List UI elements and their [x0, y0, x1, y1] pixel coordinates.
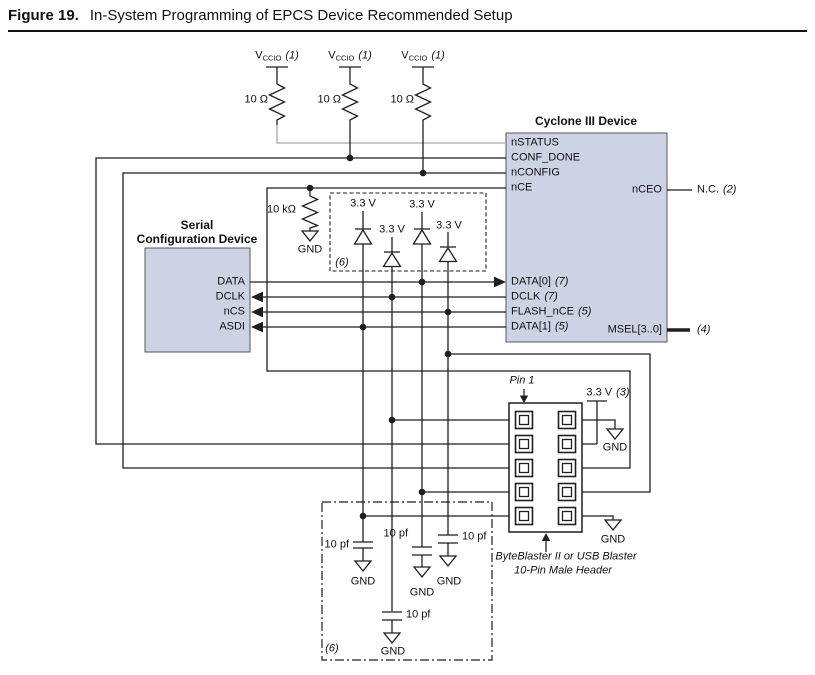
gnd-symbol-cap-4 [382, 632, 402, 645]
cap-value-2: 10 pf [383, 527, 408, 540]
capacitor-dashed-box [321, 501, 493, 661]
diode-voltage-4: 3.3 V [436, 219, 462, 232]
diode-dashed-box [329, 192, 487, 272]
pullup-resistor-2 [340, 80, 360, 125]
capacitor-2 [412, 546, 432, 556]
header-caption-arrow [541, 533, 551, 552]
nceo-nc-label: N.C.(2) [697, 183, 737, 196]
pin1-label: Pin 1 [509, 374, 535, 387]
ten-pin-header [508, 402, 583, 533]
gnd-label-cap-4: GND [380, 645, 406, 658]
figure-title: In-System Programming of EPCS Device Rec… [89, 7, 513, 24]
vccio-rails [266, 66, 434, 80]
cap-box-note: (6) [325, 642, 339, 655]
gnd-symbol-pulldown [300, 230, 320, 243]
pullup-value-2: 10 Ω [317, 93, 341, 106]
pullup-value-1: 10 Ω [244, 93, 268, 106]
junction-dots [306, 154, 452, 520]
figure-caption: Figure 19. In-System Programming of EPCS … [8, 7, 513, 24]
gnd-label-pulldown: GND [297, 243, 323, 256]
cyclone-pin-data1: DATA[1](5) [511, 320, 569, 333]
vccio-v: V [255, 49, 263, 62]
vccio-sub: CCIO [262, 53, 282, 63]
serial-title-line2: Configuration Device [136, 232, 258, 246]
cyclone-pin-nconfig: nCONFIG [511, 166, 560, 179]
cyclone-pin-msel: MSEL[3..0] [607, 323, 662, 336]
diode-box-note: (6) [335, 256, 349, 269]
data1-net [262, 211, 516, 561]
gnd-symbol-cap-2 [412, 566, 432, 579]
gnd-label-cap-2: GND [409, 586, 435, 599]
flash-nce-net [262, 232, 651, 556]
serial-pin-data: DATA [217, 275, 245, 288]
gnd-label-cap-1: GND [350, 575, 376, 588]
vccio-label-1: VCCIO(1) [255, 50, 299, 62]
diode-voltage-3: 3.3 V [409, 198, 435, 211]
nstatus-net [276, 125, 506, 144]
arrow-ncs-left [251, 306, 263, 318]
gnd-label-header-top: GND [602, 441, 628, 454]
cyclone-title: Cyclone III Device [534, 114, 638, 128]
gnd-symbol-header-top [605, 428, 625, 441]
conf-done-net [95, 125, 516, 445]
cyclone-pin-confdone: CONF_DONE [511, 151, 581, 164]
cyclone-pin-data0: DATA[0](7) [511, 275, 569, 288]
serial-pin-dclk: DCLK [215, 290, 245, 303]
figure-number: Figure 19. [8, 7, 79, 24]
gnd-symbol-cap-3 [438, 555, 458, 568]
data0-net [250, 212, 516, 567]
cyclone-pin-dclk: DCLK(7) [511, 290, 558, 303]
gnd-label-cap-3: GND [436, 575, 462, 588]
clamp-diode-4 [438, 246, 458, 263]
gnd-symbol-cap-1 [353, 560, 373, 573]
arrow-data0-right [494, 276, 506, 288]
gnd-symbol-header-bottom [603, 519, 623, 532]
nconfig-net [122, 125, 516, 469]
pullup-resistor-1 [267, 80, 287, 125]
capacitor-1 [353, 541, 373, 549]
serial-config-block [144, 247, 251, 353]
serial-pin-ncs: nCS [223, 305, 245, 318]
clamp-diode-3 [412, 228, 432, 245]
serial-title-line1: Serial [180, 218, 214, 232]
header-caption-line2: 10-Pin Male Header [514, 564, 612, 577]
dclk-net [262, 237, 516, 633]
cyclone-pin-nce: nCE [511, 181, 533, 194]
pulldown-resistor [300, 188, 320, 231]
pulldown-value: 10 kΩ [266, 203, 296, 216]
pullup-value-3: 10 Ω [390, 93, 414, 106]
diode-voltage-2: 3.3 V [379, 223, 405, 236]
cyclone-block [505, 132, 668, 343]
vccio-label-2: VCCIO(1) [328, 49, 372, 63]
cyclone-pin-nceo: nCEO [632, 183, 662, 196]
cap-value-3: 10 pf [462, 530, 487, 543]
header-v33-label: 3.3 V(3) [586, 386, 630, 399]
arrow-dclk-left [251, 291, 263, 303]
caption-rule [8, 30, 807, 32]
diode-voltage-1: 3.3 V [350, 197, 376, 210]
header-caption-line1: ByteBlaster II or USB Blaster [495, 550, 637, 563]
pin1-pointer-arrow [519, 389, 529, 403]
vccio-label-3: VCCIO(1) [401, 49, 445, 63]
cap-value-1: 10 pf [324, 538, 349, 551]
gnd-label-header-bottom: GND [600, 533, 626, 546]
capacitor-3 [438, 534, 458, 544]
cyclone-pin-flashnce: FLASH_nCE(5) [511, 305, 592, 318]
clamp-diode-2 [382, 251, 402, 268]
clamp-diode-1 [353, 228, 373, 245]
cyclone-pin-nstatus: nSTATUS [511, 136, 559, 149]
cap-value-4: 10 pf [406, 608, 431, 621]
pullup-resistor-3 [413, 80, 433, 125]
serial-pin-asdi: ASDI [219, 320, 245, 333]
arrow-asdi-left [251, 321, 263, 333]
msel-note: (4) [697, 323, 711, 336]
vccio-note: (1) [285, 49, 299, 62]
capacitor-4 [382, 611, 402, 621]
